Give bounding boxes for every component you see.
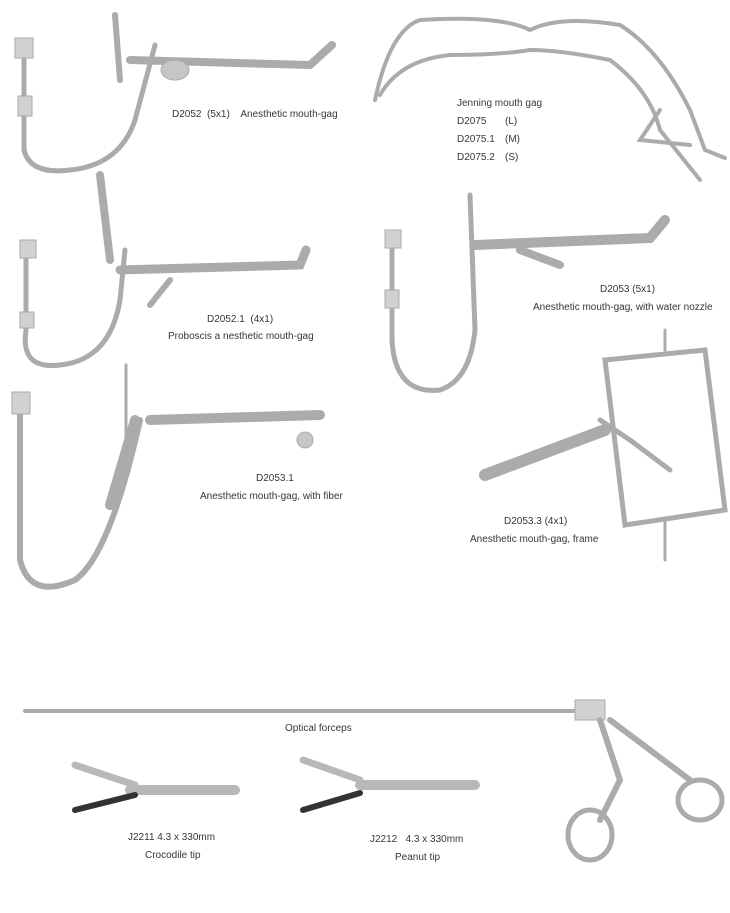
j2212-code: J2212 4.3 x 330mm — [370, 834, 464, 845]
d2053-name: Anesthetic mouth-gag, with water nozzle — [533, 302, 713, 313]
jenning-mouth-gag-image — [373, 16, 727, 182]
d2053-3-code: D2053.3 (4x1) — [504, 516, 568, 527]
mouth-gag-d2052-1-image — [19, 171, 311, 369]
d2053-1-name: Anesthetic mouth-gag, with fiber — [200, 491, 343, 502]
product-name: Anesthetic mouth-gag — [240, 109, 338, 120]
d2053-1-code: D2053.1 — [256, 473, 294, 484]
d2053-code: D2053 (5x1) — [600, 284, 656, 295]
peanut-tip-image — [299, 756, 480, 813]
j2211-code: J2211 4.3 x 330mm — [128, 832, 216, 843]
mouth-gag-d2053-1-image — [11, 363, 325, 590]
d2052-label: D2052 (5x1) Anesthetic mouth-gag — [172, 109, 338, 121]
j2211-name: Crocodile tip — [145, 850, 201, 861]
variant-code: D2075.2 — [457, 152, 495, 163]
jenning-variant: D2075 (L) — [457, 116, 517, 128]
optical-forceps-image — [23, 699, 725, 863]
product-code: D2052 (5x1) — [172, 109, 230, 120]
jenning-variant: D2075.2 (S) — [457, 152, 518, 164]
variant-size: (M) — [505, 134, 520, 145]
d2052-1-code: D2052.1 (4x1) — [207, 314, 274, 325]
mouth-gag-d2053-3-image — [479, 328, 728, 562]
j2212-name: Peanut tip — [395, 852, 441, 863]
optical-forceps-label: Optical forceps — [285, 723, 352, 734]
mouth-gag-d2052-image — [14, 12, 336, 174]
mouth-gag-d2053-image — [384, 192, 670, 393]
variant-size: (S) — [505, 152, 519, 163]
variant-size: (L) — [505, 116, 518, 127]
jenning-title: Jenning mouth gag — [457, 98, 543, 109]
crocodile-tip-image — [71, 761, 240, 813]
variant-code: D2075 — [457, 116, 487, 127]
variant-code: D2075.1 — [457, 134, 495, 145]
jenning-variant: D2075.1 (M) — [457, 134, 520, 146]
d2052-1-name: Proboscis a nesthetic mouth-gag — [168, 331, 314, 342]
d2053-3-name: Anesthetic mouth-gag, frame — [470, 534, 599, 545]
